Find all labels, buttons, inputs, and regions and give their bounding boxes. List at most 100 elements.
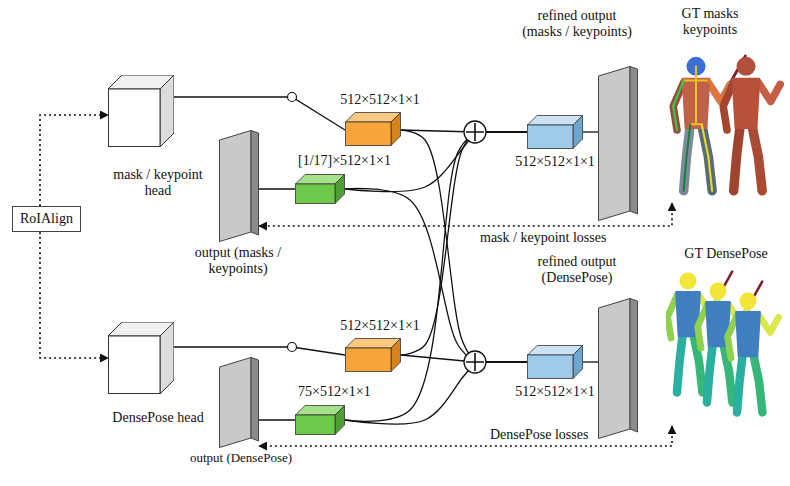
shape-part [758,83,780,102]
conv-block-shape [527,345,583,379]
shape-part [630,67,638,215]
shape-part [710,283,727,300]
shape-part [673,81,683,107]
sum-symbol [464,121,486,143]
output-label: refined output (DensePose) [516,254,638,286]
connector [345,132,527,421]
shape-part [673,106,677,130]
shape-part [695,67,697,80]
head-cube: mask / keypoint head [103,75,213,199]
shape-part [346,122,392,146]
shape-part [690,123,701,125]
dimension-label: 512×512×1×1 [330,92,430,108]
shape-part [160,322,174,394]
conv-block: [1/17]×512×1×1 [294,153,414,204]
junction-dot [288,343,297,352]
ground-truth-figure: GT masks keypoints [666,6,788,203]
connector [259,188,295,189]
shape-part [528,125,574,149]
junction-dot [288,93,297,102]
connector [345,189,527,362]
ground-truth-label: GT DensePose [676,246,776,262]
conv-block: 512×512×1×1 [505,345,605,400]
ground-truth-figure-shape [666,268,786,426]
refined-output-map-shape [598,298,638,439]
head-label: mask / keypoint head [103,167,213,199]
ground-truth-figure-shape [666,48,786,203]
shape-part [708,157,712,191]
box-label: RoIAlign [20,211,73,227]
shape-part [723,83,733,131]
shape-part [109,336,161,394]
shape-part [391,339,401,372]
conv-block: 512×512×1×1 [505,115,605,170]
shape-part [702,124,712,191]
shape-part [736,312,760,356]
shape-part [702,124,709,156]
head-cube: DensePose head [103,322,213,426]
conv-block-shape [345,112,401,146]
shape-part [220,131,252,242]
shape-part [753,353,762,413]
shape-part [684,124,691,191]
conv-block: 512×512×1×1 [330,318,430,372]
conv-block-shape [527,115,583,149]
conv-block-shape [345,338,401,372]
output-map: output (DensePose) [178,357,304,466]
ground-truth-figure: GT DensePose [666,246,788,426]
shape-part [109,89,161,147]
shape-part [160,75,174,147]
shape-part [684,157,687,191]
output-label: output (masks / keypoints) [178,245,298,277]
shape-part [573,116,583,149]
ground-truth-label: GT masks keypoints [670,6,750,38]
shape-part [251,358,259,442]
shape-part [695,80,697,123]
shape-part [740,293,757,310]
connector [583,361,598,362]
dimension-label: [1/17]×512×1×1 [294,153,414,169]
shape-part [630,299,638,433]
conv-block-shape [295,174,345,204]
connector [40,232,108,358]
dimension-label: 512×512×1×1 [505,154,605,170]
shape-part [668,272,779,413]
shape-part [573,346,583,379]
shape-part [599,299,631,439]
shape-part [296,415,336,435]
conv-block: 75×512×1×1 [294,384,414,435]
conv-block-shape [295,405,345,435]
sum-symbol [466,353,484,371]
connector [40,115,108,206]
shape-part [707,343,713,403]
shape-part [683,79,710,128]
shape-part [668,296,677,339]
shape-part [677,333,683,393]
shape-part [687,124,691,156]
shape-part [335,406,345,435]
head-cube-shape [108,75,174,147]
shape-part [296,184,336,204]
shape-part [251,131,259,236]
shape-part [673,83,683,131]
output-map-shape [219,130,259,242]
refined-output-map-shape [598,66,638,221]
refined-output-map: refined output (DensePose) [516,254,638,439]
roialign-box: RoIAlign [12,206,81,232]
shape-part [737,57,756,76]
dimension-label: 512×512×1×1 [505,384,605,400]
shape-part [391,113,401,146]
sum-symbol [464,351,486,373]
shape-part [528,355,574,379]
shape-part [708,81,720,102]
shape-part [680,273,697,290]
shape-part [220,358,252,448]
shape-part [599,67,631,221]
shape-part [346,348,392,372]
shape-part [752,124,762,191]
loss-label: DensePose losses [488,427,590,443]
connector [583,131,598,132]
connector [259,419,295,420]
refined-output-map: refined output (masks / keypoints) [516,8,638,221]
